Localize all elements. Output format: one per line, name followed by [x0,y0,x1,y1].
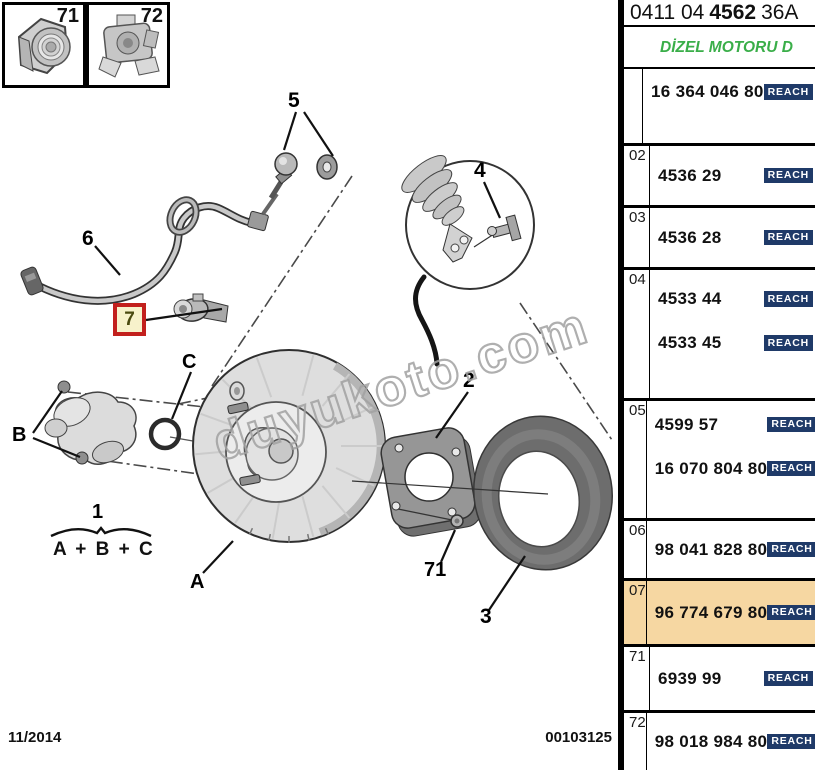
row-number: 07 [624,581,647,644]
reach-badge[interactable]: REACH [763,167,813,184]
part-entry: 4536 29 REACH [658,166,813,186]
callout-C: C [182,351,197,373]
part-number[interactable]: 98 018 984 80 [654,731,768,751]
row-number: 05 [624,401,647,518]
parts-list-panel: 0411 04 4562 36A DİZEL MOTORU D 16 364 0… [618,0,815,770]
stud-line [397,508,453,521]
callout-7-highlight-box: 7 [113,303,146,336]
vacuum-cable [413,274,440,367]
spacer-ring-item3 [472,415,614,571]
reach-badge[interactable]: REACH [767,541,815,558]
part-number[interactable]: 16 070 804 80 [654,458,768,478]
callout-7: 7 [124,308,135,330]
reach-badge[interactable]: REACH [763,84,813,100]
part-entry: 98 018 984 80 REACH [655,732,815,752]
vacuum-pipe-item6 [20,196,269,305]
part-entry: 4533 44 REACH [658,289,813,309]
row-number: 03 [624,208,650,267]
nut-item71 [450,514,464,528]
parts-row-01[interactable]: 16 364 046 80 REACH [624,67,815,143]
callout-5: 5 [288,89,300,112]
row-number: 04 [624,270,650,398]
callout-71: 71 [424,559,447,581]
callout-3: 3 [480,605,492,628]
part-number[interactable]: 98 041 828 80 [654,539,768,559]
part-entry: 6939 99 REACH [658,669,813,689]
part-number[interactable]: 4533 44 [658,289,722,308]
brace-graphic [50,526,152,538]
row-number: 71 [624,647,650,710]
catalog-code-header: 0411 04 4562 36A [624,0,815,27]
part-entry: 16 364 046 80 REACH [651,82,813,102]
part-number[interactable]: 16 364 046 80 [651,82,764,101]
reach-badge[interactable]: REACH [767,733,815,750]
callout-4: 4 [474,159,486,182]
part-entry: 4536 28 REACH [658,228,813,248]
parts-row-07-selected[interactable]: 07 96 774 679 80 REACH [624,578,815,644]
row-number: 06 [624,521,647,578]
code-main: 4562 [709,0,757,24]
callout-1: 1 [92,501,104,523]
part-entry: 16 070 804 80 REACH [655,459,815,479]
callout-6: 6 [82,227,94,250]
reach-badge[interactable]: REACH [767,460,815,477]
row-number: 72 [624,713,647,770]
callout-B: B [12,424,27,446]
parts-row-02[interactable]: 02 4536 29 REACH [624,143,815,205]
thumbnail-part-72: 72 [86,2,170,88]
part-entry: 98 041 828 80 REACH [655,540,815,560]
part-number[interactable]: 4533 45 [658,333,722,352]
part-entry: 4533 45 REACH [658,333,813,353]
callout-2: 2 [463,369,475,392]
clip-image [98,14,160,78]
reach-badge[interactable]: REACH [767,416,815,433]
parts-row-03[interactable]: 03 4536 28 REACH [624,205,815,267]
diagram-artwork [20,111,614,611]
linkage-item5 [261,152,338,216]
revision-date: 11/2014 [8,729,62,746]
parts-row-05[interactable]: 05 4599 57 REACH 16 070 804 80 REACH [624,398,815,518]
part-number[interactable]: 96 774 679 80 [654,602,768,622]
reach-badge[interactable]: REACH [763,229,813,246]
parts-row-06[interactable]: 06 98 041 828 80 REACH [624,518,815,578]
document-number: 00103125 [545,729,612,746]
gasket-item2 [380,427,482,537]
callout-A: A [190,571,205,593]
callout-lines [32,111,526,611]
part-number[interactable]: 4599 57 [654,414,719,434]
detail-circle-item4 [401,155,535,290]
reach-badge[interactable]: REACH [763,670,813,687]
oring-itemC [148,417,182,451]
pushrod-line [351,480,549,495]
exploded-diagram: 71 72 5 6 4 2 3 71 A B C 1 A + B + [2,2,614,746]
part-number[interactable]: 4536 29 [658,165,722,185]
part-number[interactable]: 4536 28 [658,227,722,247]
reach-badge[interactable]: REACH [767,604,815,621]
parts-row-72[interactable]: 72 98 018 984 80 REACH [624,710,815,770]
parts-row-71[interactable]: 71 6939 99 REACH [624,644,815,710]
brake-booster-itemA [192,349,386,543]
thumbnail-part-71: 71 [2,2,86,88]
thumbnail-72-label: 72 [140,5,163,27]
code-prefix: 0411 04 [630,0,705,24]
row-number [624,69,644,143]
section-title: DİZEL MOTORU D [660,39,793,56]
parts-row-04[interactable]: 04 4533 44 REACH 4533 45 REACH [624,267,815,398]
part-entry: 4599 57 REACH [655,415,815,435]
master-cylinder-itemB [44,380,137,465]
part-number[interactable]: 6939 99 [658,668,722,688]
formula-a-b-c: A + B + C [53,539,155,560]
nut-image [17,17,71,75]
code-suffix: 36A [761,0,799,24]
reach-badge[interactable]: REACH [763,335,813,351]
row-number: 02 [624,146,650,205]
reach-badge[interactable]: REACH [763,291,813,307]
part-entry: 96 774 679 80 REACH [655,603,815,623]
thumbnail-71-label: 71 [56,5,79,27]
